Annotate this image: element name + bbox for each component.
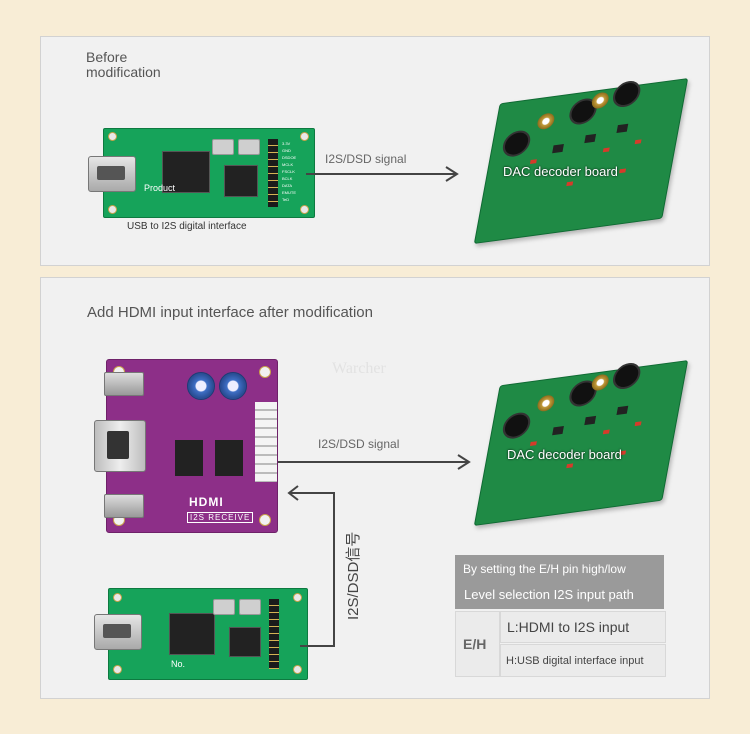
micro-usb-top xyxy=(104,372,144,396)
row-h-cell: H:USB digital interface input xyxy=(500,644,666,677)
header-line1: By setting the E/H pin high/low xyxy=(463,562,626,576)
top-arrow-head xyxy=(445,166,459,182)
product-label: Product xyxy=(144,183,176,193)
feedback-arrow-head xyxy=(287,485,299,501)
header-line2: Level selection I2S input path xyxy=(464,587,634,602)
usb-port-top xyxy=(88,156,136,192)
no-label: No. xyxy=(171,659,186,669)
watermark: Warcher xyxy=(332,360,386,377)
row-l-text: L:HDMI to I2S input xyxy=(507,619,630,635)
row-l-cell: L:HDMI to I2S input xyxy=(500,611,666,643)
eh-table-header: By setting the E/H pin high/low Level se… xyxy=(455,555,664,609)
eh-pin-cell: E/H xyxy=(455,611,500,677)
row-h-text: H:USB digital interface input xyxy=(506,655,644,667)
usb-port-bottom xyxy=(94,614,142,650)
hdmi-sub-label: I2S RECEIVE xyxy=(187,512,254,523)
hdmi-port xyxy=(94,420,146,472)
signal-label-bottom: I2S/DSD signal xyxy=(318,437,400,451)
feedback-signal-arrow xyxy=(290,492,335,647)
micro-usb-bottom xyxy=(104,494,144,518)
bottom-arrow-head xyxy=(457,454,471,470)
main-chip xyxy=(162,151,210,193)
before-heading-line2: modification xyxy=(86,64,161,80)
hdmi-logo: HDMI xyxy=(189,495,224,509)
dac-label-bottom: DAC decoder board xyxy=(507,447,622,462)
before-heading-line1: Before xyxy=(86,49,128,65)
signal-label-top: I2S/DSD signal xyxy=(325,152,407,166)
usb-caption: USB to I2S digital interface xyxy=(127,221,247,232)
eh-pin-label: E/H xyxy=(463,636,487,652)
secondary-chip xyxy=(224,165,258,197)
dac-label-top: DAC decoder board xyxy=(503,164,618,179)
after-heading: Add HDMI input interface after modificat… xyxy=(87,304,373,321)
